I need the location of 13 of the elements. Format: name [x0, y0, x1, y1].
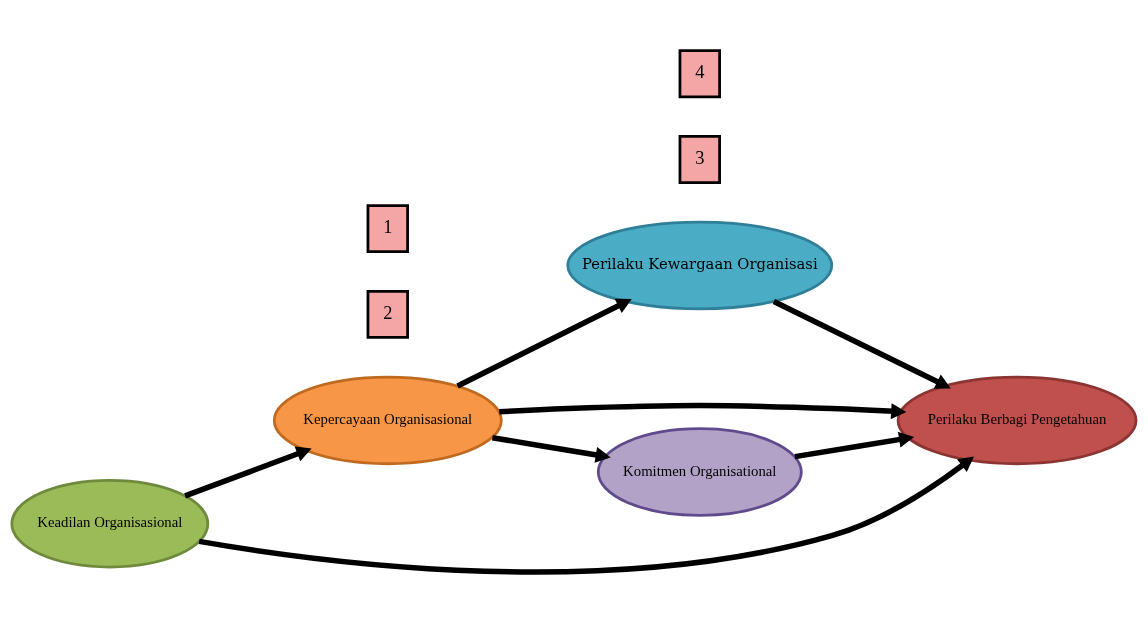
node-box: 2	[366, 289, 409, 339]
arrow	[772, 298, 951, 389]
node-ellipse: Keadilan Organisasional	[10, 478, 210, 569]
arrow	[499, 402, 907, 420]
node-box: 3	[678, 135, 721, 184]
arrow	[456, 298, 632, 389]
arrow	[184, 446, 312, 499]
arrow	[491, 434, 611, 463]
node-box: 4	[678, 49, 721, 99]
node-ellipse: Kepercayaan Organisasional	[272, 375, 503, 466]
arrow	[198, 456, 974, 575]
node-box: 1	[366, 204, 409, 254]
arrow	[794, 431, 915, 460]
